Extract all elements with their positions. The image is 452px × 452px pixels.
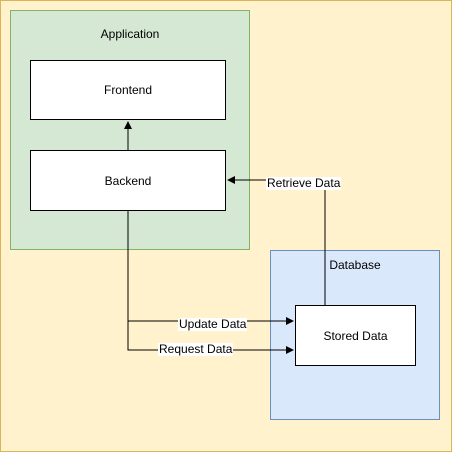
database-group-title: Database [329, 258, 381, 272]
request-data-arrow [127, 210, 294, 354]
retrieve-data-label: Retrieve Data [266, 176, 342, 190]
stored-data-node[interactable]: Stored Data [295, 305, 416, 366]
update-data-arrow [127, 210, 294, 325]
application-group-title: Application [100, 27, 160, 41]
update-data-label: Update Data [178, 317, 248, 331]
backend-node[interactable]: Backend [30, 150, 226, 211]
retrieve-data-arrow [227, 176, 326, 305]
request-data-label: Request Data [158, 342, 234, 356]
frontend-node[interactable]: Frontend [30, 60, 226, 120]
